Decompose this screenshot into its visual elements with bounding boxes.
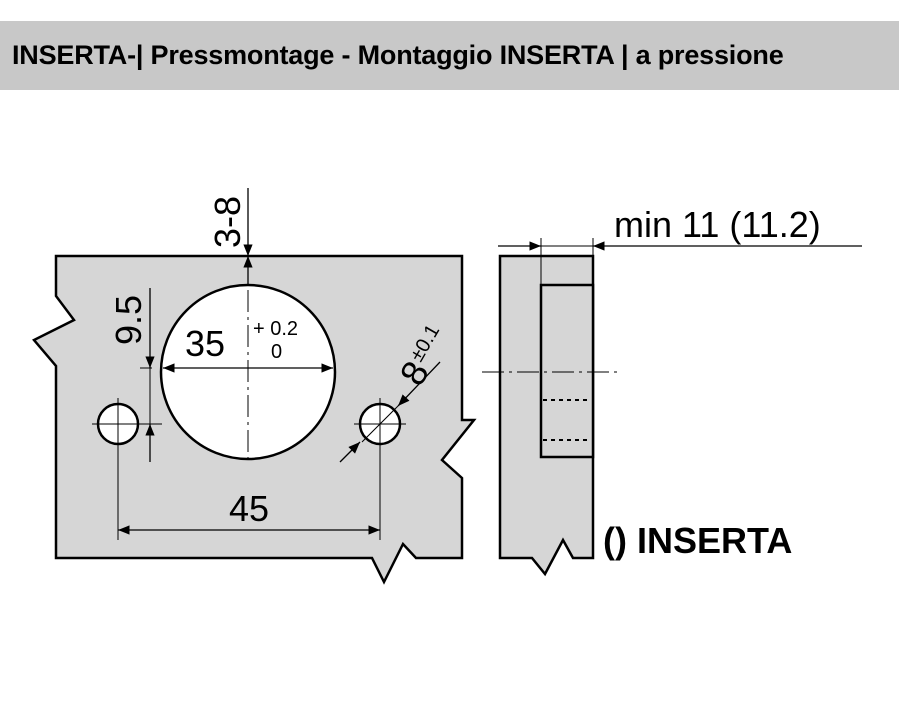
inserta-note: () INSERTA bbox=[603, 520, 792, 561]
page-title: INSERTA-| Pressmontage - Montaggio INSER… bbox=[12, 40, 784, 70]
vertical-offset-label: 9.5 bbox=[108, 295, 149, 345]
bore-tolerance-upper: + 0.2 bbox=[253, 318, 298, 340]
bore-tolerance-lower: 0 bbox=[271, 341, 282, 363]
hole-spacing-label: 45 bbox=[229, 488, 269, 529]
side-view-bore bbox=[539, 283, 595, 459]
bore-diameter-label: 35 bbox=[185, 323, 225, 364]
edge-distance-label: 3-8 bbox=[207, 196, 248, 248]
min-depth-label: min 11 (11.2) bbox=[614, 204, 821, 245]
header-bar: INSERTA-| Pressmontage - Montaggio INSER… bbox=[0, 21, 899, 90]
